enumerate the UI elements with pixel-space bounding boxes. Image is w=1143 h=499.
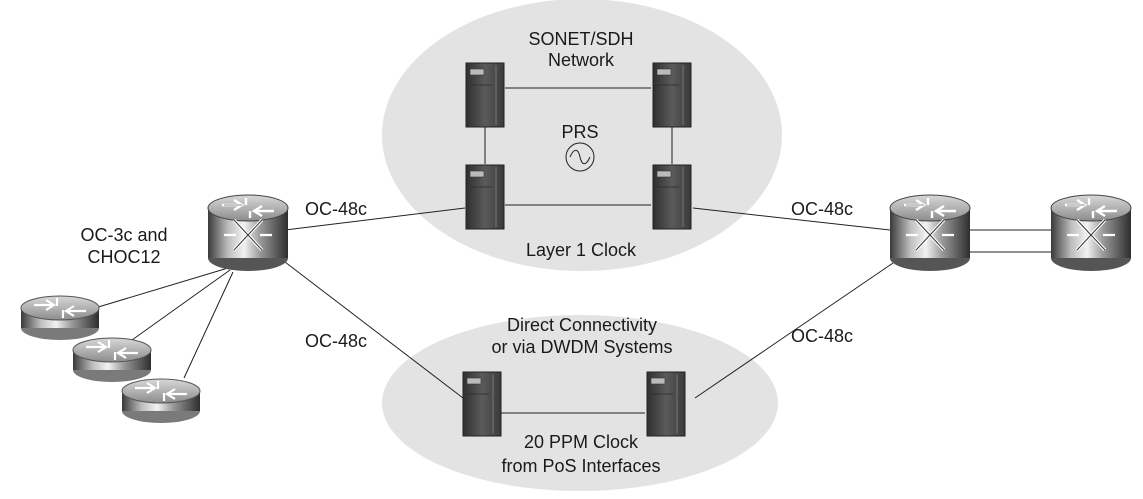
link-left-bottom — [284, 261, 464, 399]
link-label-right-bottom: OC-48c — [791, 326, 853, 346]
link-label-left-bottom: OC-48c — [305, 331, 367, 351]
ppm-clock-line1: 20 PPM Clock — [524, 432, 639, 452]
sonet-title-line2: Network — [548, 50, 615, 70]
router-icon — [71, 336, 153, 384]
adm-node-icon — [652, 62, 692, 128]
adm-node-icon — [462, 371, 502, 437]
links — [94, 87, 1052, 414]
adm-node-icon — [465, 62, 505, 128]
layer1-clock-label: Layer 1 Clock — [526, 240, 637, 260]
adm-node-icon — [652, 164, 692, 230]
adm-node-icon — [465, 164, 505, 230]
link-right-bottom — [694, 262, 894, 399]
link-label-right-top: OC-48c — [791, 199, 853, 219]
link-router-2 — [131, 269, 231, 341]
switch-node-icon — [1049, 193, 1133, 273]
link-right-top — [692, 207, 891, 231]
sonet-title-line1: SONET/SDH — [528, 29, 633, 49]
router-icon — [19, 294, 101, 342]
adm-node-icon — [646, 371, 686, 437]
router-icon — [120, 377, 202, 425]
switch-node-icon — [888, 193, 972, 273]
oc3-label-line1: OC-3c and — [80, 225, 167, 245]
sine-wave-icon — [565, 142, 595, 172]
oc3-label-line2: CHOC12 — [87, 247, 160, 267]
link-label-left-top: OC-48c — [305, 199, 367, 219]
switch-node-icon — [206, 193, 290, 273]
prs-label: PRS — [561, 122, 598, 142]
dwdm-cloud — [382, 315, 778, 491]
link-router-1 — [94, 267, 229, 309]
link-left-top — [284, 207, 466, 231]
dwdm-title-line1: Direct Connectivity — [507, 315, 657, 335]
dwdm-title-line2: or via DWDM Systems — [491, 337, 672, 357]
ppm-clock-line2: from PoS Interfaces — [501, 456, 660, 476]
link-router-3 — [183, 271, 234, 379]
